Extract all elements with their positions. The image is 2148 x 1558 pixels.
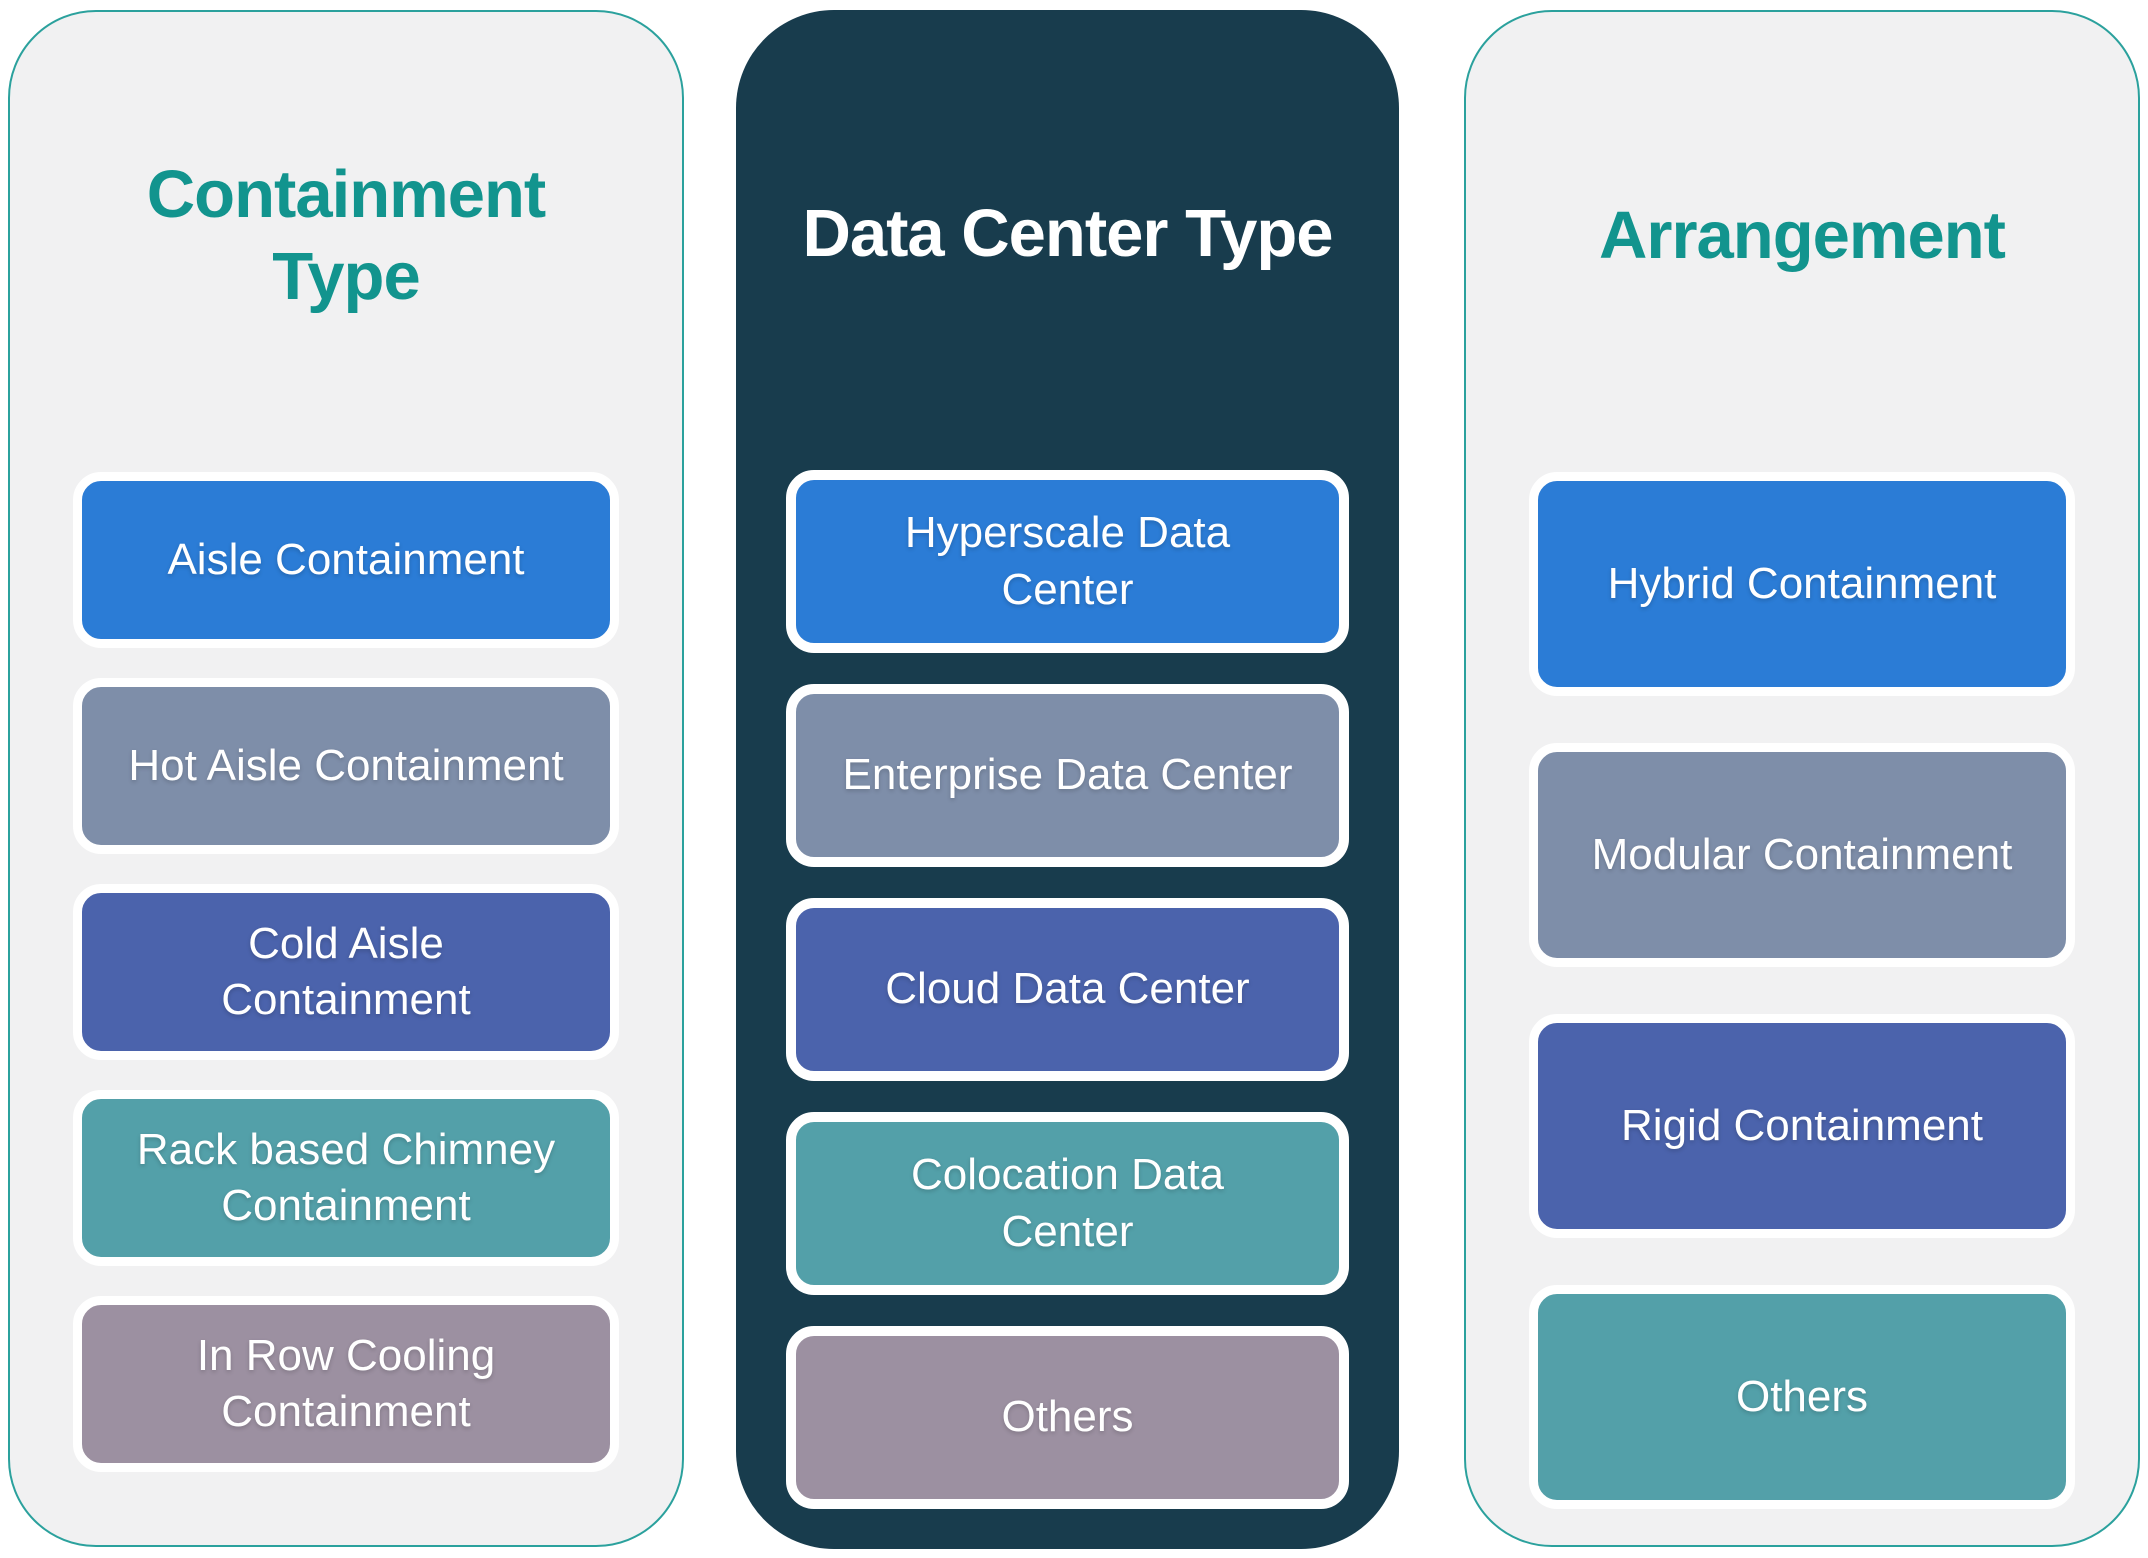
arrangement-boxes: Hybrid Containment Modular Containment R… (1466, 472, 2138, 1509)
panel-title-zone: Containment Type (10, 12, 682, 460)
segment-box-rigid-containment: Rigid Containment (1529, 1014, 2075, 1238)
segment-box-cold-aisle-containment: Cold Aisle Containment (73, 884, 619, 1060)
panel-title-containment-type: Containment Type (146, 157, 546, 314)
segment-box-modular-containment: Modular Containment (1529, 743, 2075, 967)
segment-box-hyperscale-data-center: Hyperscale Data Center (786, 470, 1349, 653)
segment-box-enterprise-data-center: Enterprise Data Center (786, 684, 1349, 867)
panel-title-zone: Data Center Type (736, 10, 1399, 458)
segment-box-hybrid-containment: Hybrid Containment (1529, 472, 2075, 696)
panel-arrangement: Arrangement Hybrid Containment Modular C… (1464, 10, 2140, 1547)
panel-title-data-center-type: Data Center Type (802, 196, 1333, 272)
panel-data-center-type: Data Center Type Hyperscale Data Center … (736, 10, 1399, 1549)
segment-box-hot-aisle-containment: Hot Aisle Containment (73, 678, 619, 854)
panel-title-zone: Arrangement (1466, 12, 2138, 460)
segment-box-cloud-data-center: Cloud Data Center (786, 898, 1349, 1081)
panel-containment-type: Containment Type Aisle Containment Hot A… (8, 10, 684, 1547)
segment-box-others-arrangement: Others (1529, 1285, 2075, 1509)
segment-box-colocation-data-center: Colocation Data Center (786, 1112, 1349, 1295)
panel-title-arrangement: Arrangement (1599, 198, 2006, 274)
segment-box-others-data-center: Others (786, 1326, 1349, 1509)
segment-box-rack-based-chimney-containment: Rack based Chimney Containment (73, 1090, 619, 1266)
segment-box-in-row-cooling-containment: In Row Cooling Containment (73, 1296, 619, 1472)
containment-type-boxes: Aisle Containment Hot Aisle Containment … (10, 472, 682, 1472)
segment-box-aisle-containment: Aisle Containment (73, 472, 619, 648)
data-center-type-boxes: Hyperscale Data Center Enterprise Data C… (736, 470, 1399, 1509)
panels-row: Containment Type Aisle Containment Hot A… (8, 10, 2140, 1549)
